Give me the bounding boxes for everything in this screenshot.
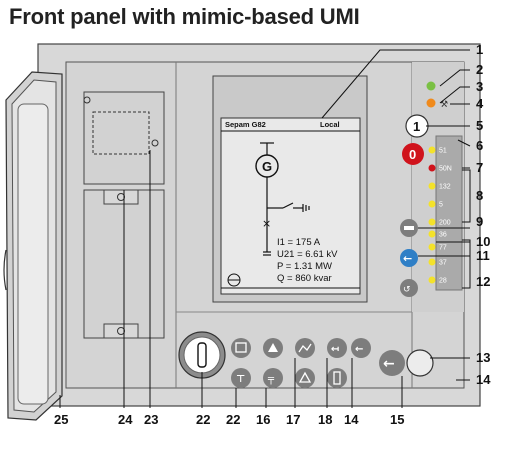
cartridge-screw-bottom: [151, 139, 159, 147]
callout-right-9: 9: [476, 214, 483, 229]
infrared-port[interactable]: [406, 349, 434, 377]
callout-right-4: 4: [476, 96, 484, 111]
alarm-led-8: [428, 258, 436, 266]
confirm-arrow-icon: ←: [383, 356, 395, 372]
key-button-select[interactable]: [327, 368, 347, 388]
print-icon: ⊤: [236, 374, 245, 385]
back-arrow-icon: ←: [355, 344, 363, 355]
alarm-led-label-7: 77: [439, 245, 447, 252]
callout-bottom-8: 18: [318, 412, 332, 427]
wrench-icon: ⚒: [440, 100, 448, 110]
measure-line-4: Q = 860 kvar: [277, 273, 332, 284]
measure-line-1: I1 = 175 A: [277, 237, 321, 248]
open-button[interactable]: [402, 143, 424, 165]
callout-right-6: 6: [476, 138, 483, 153]
callout-right-10: 10: [476, 234, 490, 249]
screen-mode: Local: [320, 120, 340, 129]
callout-bottom-7: 17: [286, 412, 300, 427]
key-button-down[interactable]: [295, 368, 315, 388]
key-slot: [197, 342, 207, 368]
diagram-title: Front panel with mimic-based UMI: [9, 4, 360, 29]
measure-line-3: P = 1.31 MW: [277, 261, 332, 272]
status-led-green: [426, 81, 436, 91]
callout-bottom-2: 24: [118, 412, 133, 427]
alarm-led-6: [428, 230, 436, 238]
alarm-led-2: [428, 164, 436, 172]
measure-line-2: U21 = 6.61 kV: [277, 249, 338, 260]
callout-right-13: 13: [476, 350, 490, 365]
enter-icon: ↤: [331, 344, 339, 355]
alarm-led-4: [428, 200, 436, 208]
open-button-label: 0: [409, 147, 416, 162]
callout-right-2: 2: [476, 62, 483, 77]
callout-right-11: 11: [476, 248, 490, 263]
led-strip: [435, 135, 463, 291]
close-button-label: 1: [413, 119, 420, 134]
callout-bottom-5: 22: [226, 412, 240, 427]
callout-bottom-3: 23: [144, 412, 158, 427]
callout-bottom-1: 25: [54, 412, 68, 427]
callout-bottom-6: 16: [256, 412, 270, 427]
alarm-led-label-9: 28: [439, 278, 447, 285]
callout-right-14: 14: [476, 372, 491, 387]
key-button-enter[interactable]: [327, 338, 347, 358]
alarm-led-9: [428, 276, 436, 284]
callout-right-1: 1: [476, 42, 483, 57]
lcd-screen: [220, 117, 361, 295]
key-button-back[interactable]: [351, 338, 371, 358]
callout-bottom-4: 22: [196, 412, 210, 427]
alarm-led-label-8: 37: [439, 260, 447, 267]
alarm-led-label-3: 132: [439, 184, 451, 191]
callout-right-5: 5: [476, 118, 483, 133]
lamp-test-icon: ↺: [403, 285, 411, 295]
alarm-led-label-1: 51: [439, 148, 447, 155]
generator-letter: G: [262, 159, 272, 174]
reset-button[interactable]: [400, 249, 418, 267]
alarm-led-1: [428, 146, 436, 154]
confirm-button[interactable]: [379, 350, 405, 376]
callout-right-8: 8: [476, 188, 483, 203]
callout-bottom-9: 14: [344, 412, 359, 427]
alarm-led-label-5: 200: [439, 220, 451, 227]
alarm-led-label-2: 50N: [439, 166, 452, 173]
alarm-led-label-6: 36: [439, 232, 447, 239]
alarm-led-7: [428, 243, 436, 251]
callout-bottom-10: 15: [390, 412, 404, 427]
reset-arrow-icon: ←: [403, 252, 412, 265]
status-led-orange: [426, 98, 436, 108]
alarm-led-5: [428, 218, 436, 226]
key-button-print[interactable]: [231, 368, 251, 388]
breaker-cross: ×: [262, 217, 271, 230]
memory-cartridge-housing: [83, 91, 165, 185]
alarm-led-3: [428, 182, 436, 190]
callout-right-7: 7: [476, 160, 483, 175]
key-button-menu[interactable]: [231, 338, 251, 358]
screen-device-name: Sepam G82: [225, 120, 266, 129]
cartridge-screw-top: [83, 96, 91, 104]
callout-right-12: 12: [476, 274, 490, 289]
memory-cartridge-slot: [92, 111, 150, 155]
alarm-led-label-4: 5: [439, 202, 443, 209]
callout-right-3: 3: [476, 79, 483, 94]
key-button-trip[interactable]: [263, 368, 283, 388]
lamp-test-button[interactable]: [400, 279, 418, 297]
trip-icon: ╤: [267, 374, 275, 385]
